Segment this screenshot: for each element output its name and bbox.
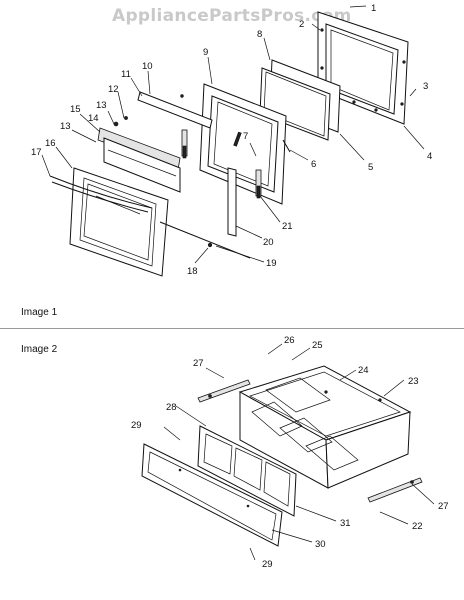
callouts-image1: 1 2 3 4 5 6 7 8 9 10 11 12 13 13 14 15 1… <box>31 3 432 277</box>
door-hinges <box>181 129 291 199</box>
callout-4: 4 <box>427 151 432 162</box>
callout-6: 6 <box>311 159 316 170</box>
watermark: AppliancePartsPros.com <box>112 6 352 26</box>
callouts-image2: 22 23 24 25 26 27 27 28 29 29 30 31 <box>131 335 449 570</box>
callout-13b: 13 <box>60 121 71 132</box>
callout-21: 21 <box>282 221 293 232</box>
callout-8: 8 <box>257 29 262 40</box>
callout-23: 23 <box>408 376 419 387</box>
callout-12: 12 <box>108 84 119 95</box>
callout-16: 16 <box>45 138 56 149</box>
drawer-inner-panel <box>197 425 297 517</box>
callout-7: 7 <box>243 131 248 142</box>
callout-30: 30 <box>315 539 326 550</box>
callout-10: 10 <box>142 61 153 72</box>
drawer-box <box>238 365 412 489</box>
callout-24: 24 <box>358 365 369 376</box>
callout-14: 14 <box>88 113 99 124</box>
callout-leaders-image2 <box>163 343 435 561</box>
callout-2: 2 <box>299 19 304 30</box>
callout-31: 31 <box>340 518 351 529</box>
callout-27a: 27 <box>193 358 204 369</box>
section-divider <box>0 328 464 329</box>
door-glass-panels <box>259 59 341 141</box>
oven-door-front <box>49 167 169 277</box>
door-vent-trim <box>97 91 213 193</box>
drawer-front-panel <box>141 443 283 547</box>
drawer-slides <box>197 379 423 503</box>
image-2-label: Image 2 <box>21 344 58 355</box>
callout-11: 11 <box>121 69 131 80</box>
callout-3: 3 <box>423 81 428 92</box>
callout-leaders-image1 <box>41 5 425 264</box>
image-1-label: Image 1 <box>21 307 58 318</box>
callout-22: 22 <box>412 521 423 532</box>
callout-17: 17 <box>31 147 42 158</box>
door-side-channel <box>227 167 237 237</box>
callout-20: 20 <box>263 237 274 248</box>
callout-9: 9 <box>203 47 208 58</box>
outer-door-panel <box>317 11 409 125</box>
callout-15: 15 <box>70 104 81 115</box>
callout-26: 26 <box>284 335 295 346</box>
callout-18: 18 <box>187 266 198 277</box>
callout-29a: 29 <box>131 420 142 431</box>
callout-25: 25 <box>312 340 323 351</box>
callout-28: 28 <box>166 402 177 413</box>
callout-19: 19 <box>266 258 277 269</box>
callout-1: 1 <box>371 3 376 14</box>
inner-door-frame <box>199 83 287 205</box>
callout-5: 5 <box>368 162 373 173</box>
callout-29b: 29 <box>262 559 273 570</box>
callout-13a: 13 <box>96 100 107 111</box>
callout-27b: 27 <box>438 501 449 512</box>
